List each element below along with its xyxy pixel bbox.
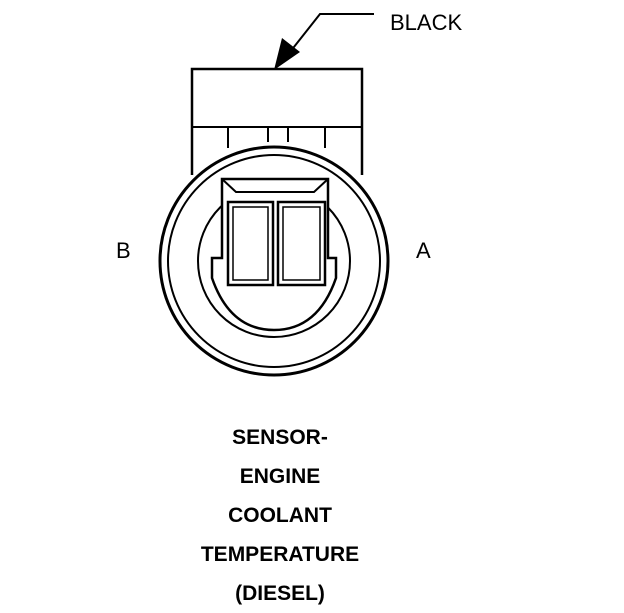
caption-line: TEMPERATURE xyxy=(200,543,360,566)
pin-b-terminal xyxy=(226,200,275,287)
color-callout-label: BLACK xyxy=(390,10,463,35)
component-caption: SENSOR- ENGINE COOLANT TEMPERATURE (DIES… xyxy=(150,418,410,613)
inner-ring xyxy=(167,154,381,368)
arrow-head-icon xyxy=(274,38,300,70)
terminal-cavity xyxy=(210,177,338,332)
callout-leader xyxy=(274,13,374,70)
pin-a-label: A xyxy=(416,238,431,263)
caption-line: SENSOR- xyxy=(232,426,328,449)
connector-diagram xyxy=(158,13,390,377)
caption-line: COOLANT xyxy=(228,504,332,527)
caption-line: ENGINE xyxy=(239,465,321,488)
caption-line: (DIESEL) xyxy=(235,582,325,605)
connector-housing xyxy=(190,67,364,175)
pin-a-terminal xyxy=(276,200,327,287)
pin-b-label: B xyxy=(116,238,131,263)
